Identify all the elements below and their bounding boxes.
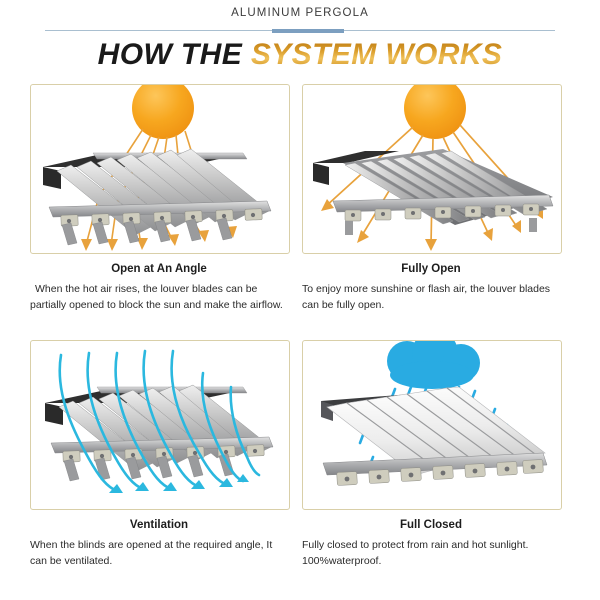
page-title-part-two: SYSTEM WORKS [250,38,503,71]
blade-tails [61,217,233,246]
panel-body: When the hot air rises, the louver blade… [30,283,283,311]
front-rail [332,194,554,213]
page-header: ALUMINUM PERGOLA [0,0,600,34]
sun-icon [132,85,194,139]
panel-title: Full Closed [400,519,462,531]
figure-open-at-an-angle [30,84,290,254]
panel-body: To enjoy more sunshine or flash air, the… [302,283,551,311]
header-divider-accent [272,29,344,33]
roof-side-shadow [45,403,63,425]
header-kicker: ALUMINUM PERGOLA [231,7,369,19]
panel-grid: Open at An Angle When the hot air rises,… [0,84,600,600]
panel-title: Ventilation [129,519,189,531]
panel-full-closed: Full Closed Fully closed to protect from… [302,340,570,569]
panel-ventilation: Ventilation When the blinds are opened a… [30,340,298,569]
roof-side-shadow [313,163,329,185]
figure-ventilation [30,340,290,510]
panel-body: Fully closed to protect from rain and ho… [302,539,529,567]
figure-full-closed [302,340,562,510]
roof-shadow [313,151,399,163]
hinge-brackets [336,459,544,486]
louver-blades [326,386,546,476]
airflow-arrowheads [109,474,249,493]
hinge-brackets [60,208,263,227]
roof-side-edge [321,401,333,421]
cloud-icon [387,341,480,389]
airflow-streams [58,349,261,493]
support-legs [345,218,537,235]
panel-title: Fully Open [401,263,461,275]
panel-body: When the blinds are opened at the requir… [30,539,273,567]
front-rail [322,452,548,476]
panel-fully-open: Fully Open To enjoy more sunshine or fla… [302,84,570,313]
page-title: HOW THE SYSTEM WORKS [0,38,600,72]
sun-icon [404,85,466,139]
front-rail [48,200,272,218]
panel-open-at-an-angle: Open at An Angle When the hot air rises,… [30,84,298,313]
figure-fully-open [302,84,562,254]
panel-title: Open at An Angle [111,263,207,275]
page-title-part-one: HOW THE [97,38,251,71]
roof-side-shadow [43,167,61,189]
